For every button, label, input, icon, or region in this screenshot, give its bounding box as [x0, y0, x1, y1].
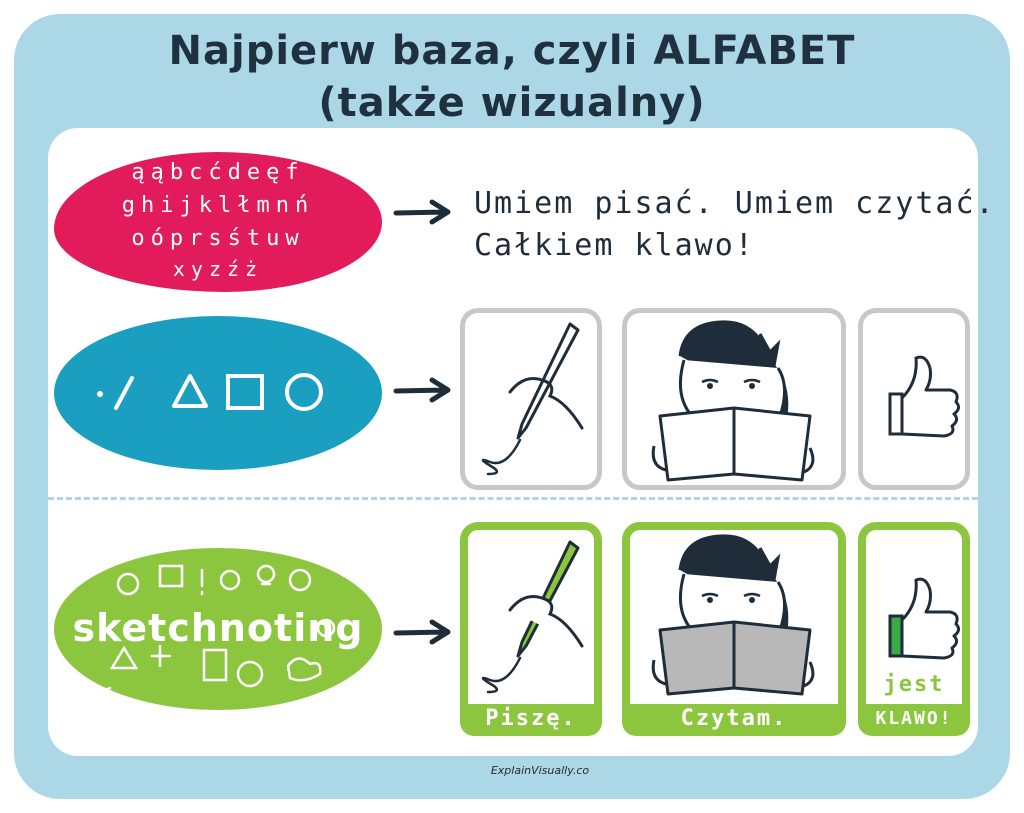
shapes-blob	[54, 316, 382, 470]
thumbs-up-icon	[888, 355, 961, 438]
alphabet-blob	[54, 152, 382, 292]
arrow-right-icon	[393, 619, 451, 645]
pen-hand-color-icon	[481, 540, 584, 694]
arrow-right-icon	[393, 377, 451, 403]
alphabet-row-3: oóprsśtuw	[131, 226, 305, 251]
caption-cool-bottom: KLAWO!	[875, 708, 953, 729]
alphabet-row-4: xyzźż	[172, 257, 264, 281]
thumbs-up-color-icon	[888, 577, 961, 660]
text-line-1: Umiem pisać. Umiem czytać.	[474, 186, 996, 221]
reading-person-color-icon	[651, 534, 815, 696]
sketchnoting-blob	[54, 548, 382, 710]
caption-bar-read	[622, 704, 846, 736]
alphabet-row-1: ąąbcćdeęf	[131, 160, 305, 185]
caption-cool-top: jest	[883, 672, 945, 697]
caption-bar-write	[460, 704, 602, 736]
caption-bar-cool	[858, 704, 970, 736]
pen-hand-icon	[481, 322, 584, 476]
caption-read: Czytam.	[680, 706, 788, 731]
title-line-2: (także wizualny)	[318, 80, 706, 126]
section-divider	[48, 497, 978, 500]
title-line-1: Najpierw baza, czyli ALFABET	[168, 28, 856, 74]
text-line-2: Całkiem klawo!	[474, 228, 755, 263]
arrow-right-icon	[393, 199, 451, 225]
credit: ExplainVisually.co	[490, 764, 590, 777]
sketchnoting-label: sketchnoting	[72, 606, 364, 650]
alphabet-row-2: ghijklłmnń	[121, 193, 315, 218]
doodle-icons	[98, 564, 336, 694]
dot-line-triangle-square-circle-icon	[97, 373, 323, 411]
caption-write: Piszę.	[485, 706, 577, 731]
reading-person-icon	[651, 320, 815, 482]
